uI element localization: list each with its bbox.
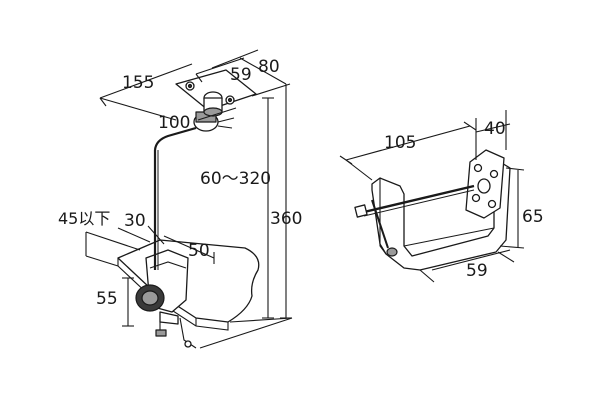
dim-360-label: 360 [270,209,302,229]
mounting-plate [175,69,257,111]
dim-59-right-label: 59 [466,261,488,281]
left-assembly [117,69,260,349]
dim-100-label: 100 [158,113,190,133]
dim-60-320-label: 60〜320 [200,169,271,189]
dim-55-label: 55 [96,289,118,309]
dim-59-label: 59 [230,65,252,85]
dim-65-label: 65 [522,207,544,227]
dim-80-label: 80 [258,57,280,77]
dim-105-label: 105 [384,133,416,153]
left-dimension-lines [85,49,293,349]
dim-155-label: 155 [122,73,154,93]
dim-50-label: 50 [188,241,210,261]
right-dimension-lines [339,110,525,283]
dim-30-label: 30 [124,211,146,231]
right-clamp [354,149,511,271]
dim-40-label: 40 [484,119,506,139]
dim-45-label: 45以下 [58,209,110,228]
